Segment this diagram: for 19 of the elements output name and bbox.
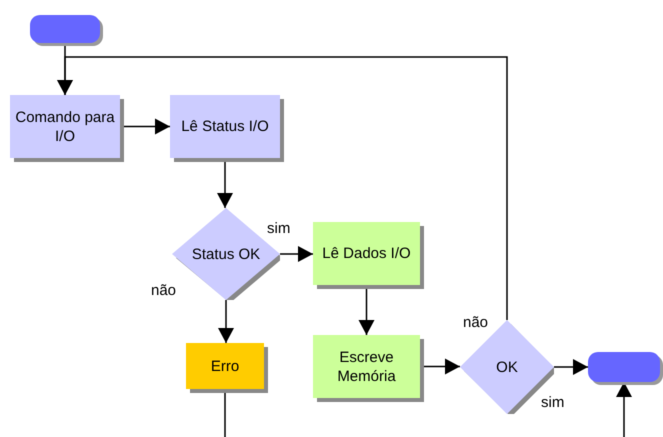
node-label: Erro: [210, 356, 240, 376]
arrow: [218, 300, 234, 343]
arrow: [554, 359, 588, 375]
arrow: [616, 382, 632, 437]
arrow: [280, 246, 313, 262]
terminator-shape: [588, 352, 660, 382]
node-label: Comando para I/O: [14, 108, 116, 146]
process-box: [10, 95, 120, 158]
process-box: [170, 95, 280, 158]
process-box: [313, 335, 420, 398]
node-label: Lê Dados I/O: [322, 244, 411, 263]
arrow: [57, 56, 508, 320]
node-label: Lê Status I/O: [181, 117, 269, 136]
process-box: [186, 343, 264, 389]
terminator-shape: [30, 15, 100, 43]
process-box: [313, 222, 420, 285]
node-label: Escreve Memória: [336, 348, 397, 386]
node-label: OK: [496, 358, 518, 376]
node-label: Status OK: [192, 244, 260, 264]
